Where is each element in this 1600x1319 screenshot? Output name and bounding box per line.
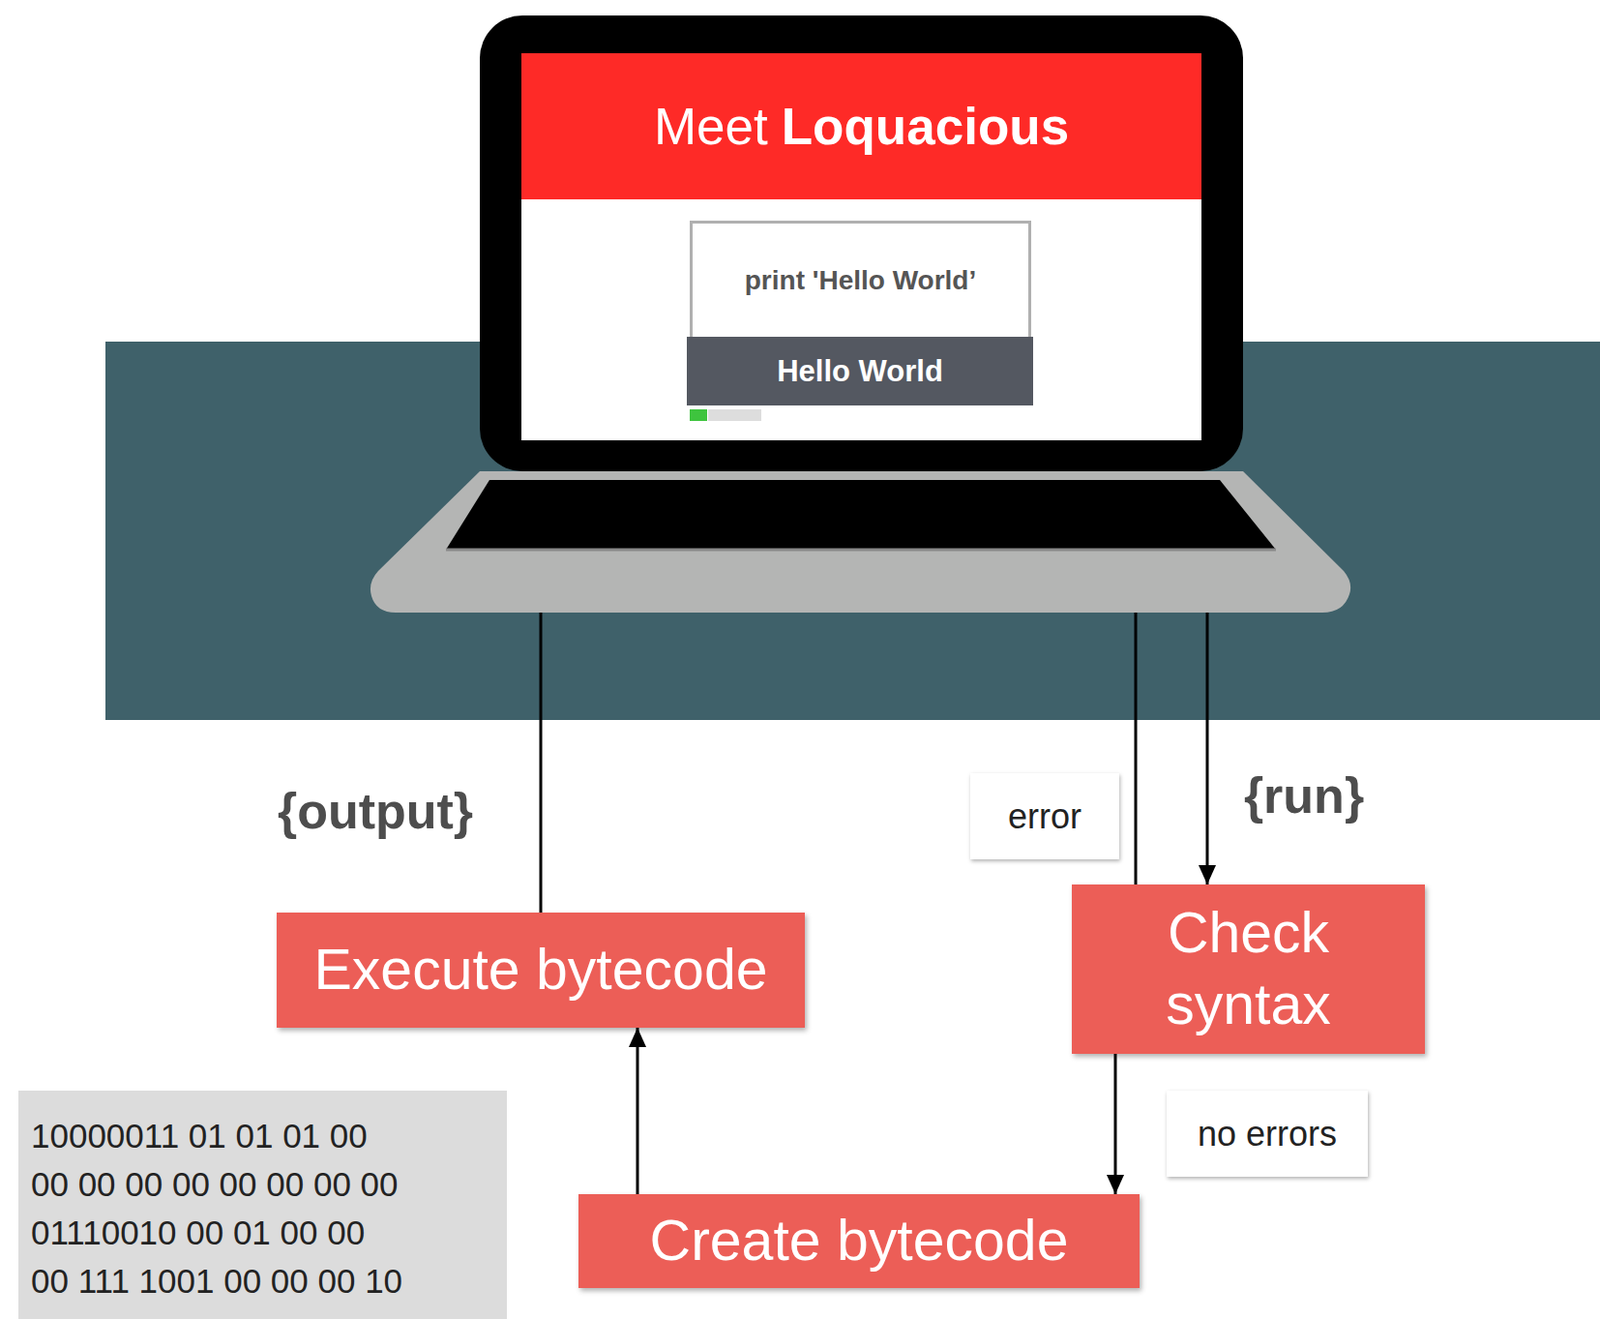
laptop-keyboard: [445, 479, 1276, 550]
laptop: MeetLoquacious print 'Hello World’ Hello W…: [370, 15, 1350, 581]
flow-arrow: [539, 580, 543, 913]
process-box-text: Create bytecode: [650, 1205, 1069, 1277]
laptop-screen: [521, 53, 1202, 441]
process-box: Create bytecode: [578, 1193, 1140, 1288]
output-bar: Hello World: [686, 336, 1034, 406]
flow-label: {run}: [1244, 766, 1364, 825]
status-light: [689, 409, 708, 421]
keyboard-edge: [445, 548, 1276, 552]
code-input-box: print 'Hello World’: [689, 220, 1032, 337]
output-bar-text: Hello World: [776, 354, 944, 389]
laptop-base: [370, 471, 1351, 613]
process-box: Execute bytecode: [276, 912, 805, 1028]
condition-label: error: [970, 772, 1120, 860]
flow-arrow: [1206, 580, 1210, 885]
screen-title: Loquacious: [781, 96, 1069, 156]
code-input-box-text: print 'Hello World’: [744, 265, 977, 297]
process-box-text: Check syntax: [1098, 897, 1398, 1041]
bytecode-line: 00 111 1001 00 00 00 10: [30, 1256, 507, 1305]
laptop-screen-frame: [479, 15, 1244, 472]
bytecode-panel: 10000011 01 01 01 0000 00 00 00 00 00 00…: [18, 1090, 507, 1319]
process-box-text: Execute bytecode: [313, 934, 768, 1007]
bytecode-line: 10000011 01 01 01 00: [30, 1111, 507, 1160]
screen-header: MeetLoquacious: [521, 53, 1202, 200]
status-strip: [708, 409, 762, 421]
condition-label: no errors: [1166, 1090, 1368, 1177]
screen-title: Meet: [653, 96, 769, 156]
flow-label: {output}: [277, 781, 474, 840]
flow-arrow: [636, 1027, 640, 1194]
process-box: Check syntax: [1071, 884, 1425, 1054]
flow-arrow: [1114, 1053, 1118, 1194]
bytecode-line: 00 00 00 00 00 00 00 00: [30, 1159, 507, 1209]
bytecode-line: 01110010 00 01 00 00: [30, 1208, 507, 1257]
flow-arrow: [1134, 580, 1138, 885]
